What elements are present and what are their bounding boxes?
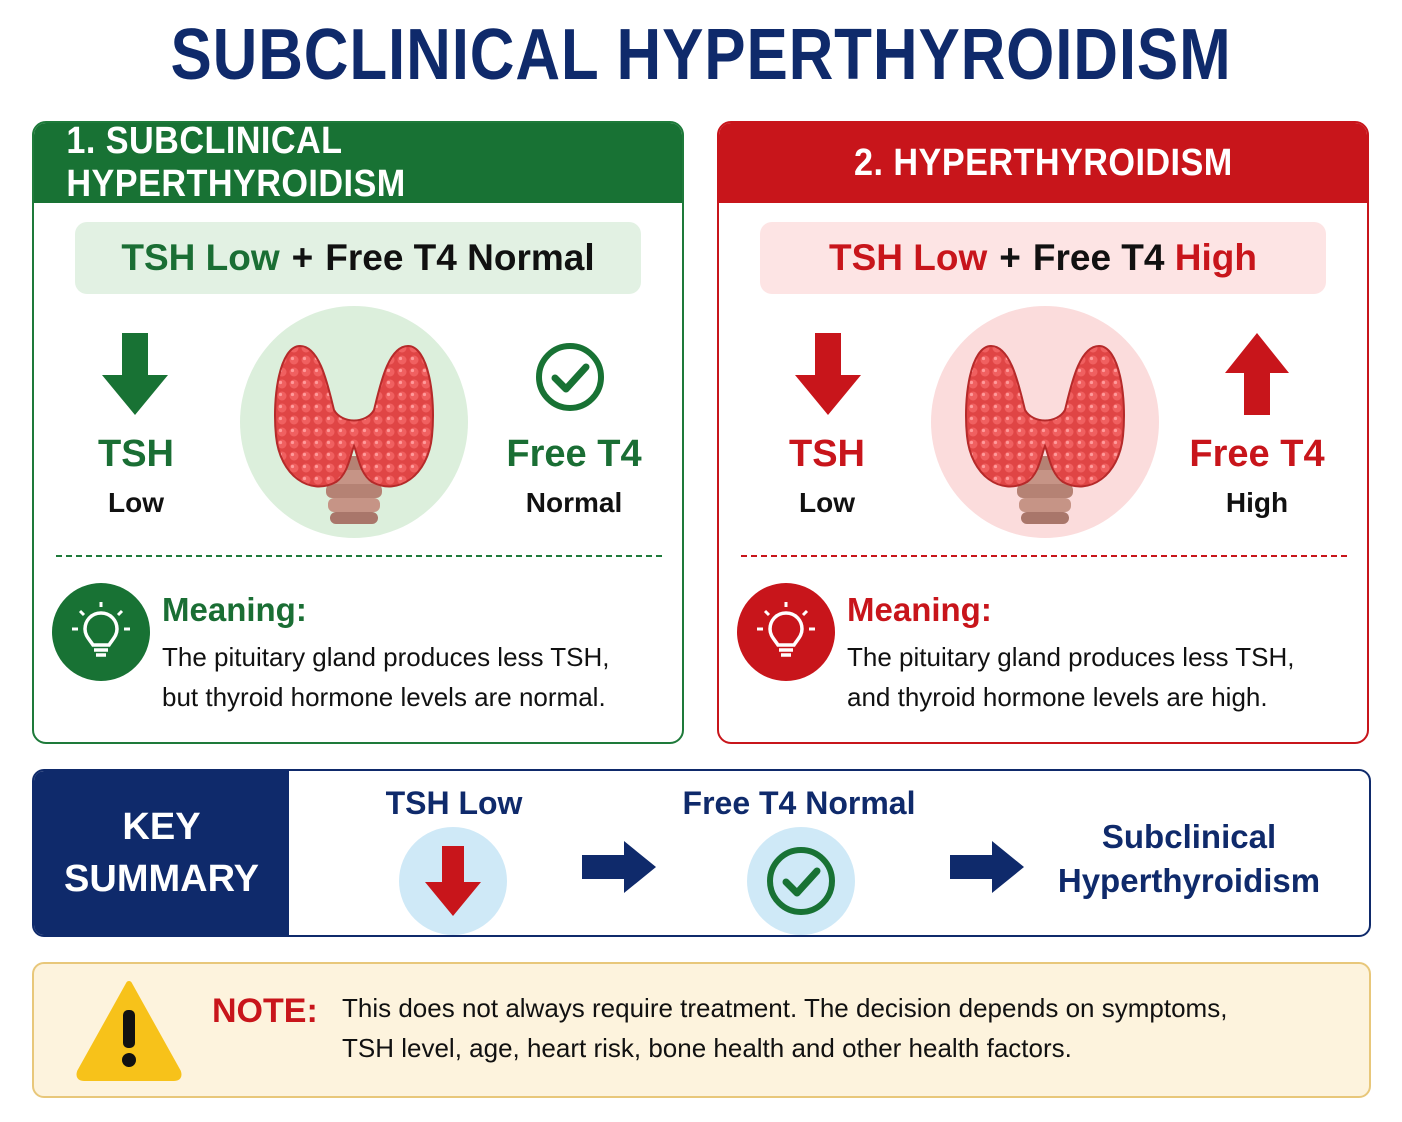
tsh-level: Low [108, 487, 164, 518]
panel-header-text: 2. HYPERTHYROIDISM [853, 141, 1233, 184]
panel-subclinical: 1. SUBCLINICAL HYPERTHYROIDISM TSH Low +… [32, 121, 684, 744]
panel-hyperthyroidism: 2. HYPERTHYROIDISM TSH Low + Free T4 Hig… [717, 121, 1369, 744]
formula-ft4: Free T4 [1032, 237, 1165, 278]
arrow-down-icon [102, 333, 168, 420]
formula-tsh: TSH Low [121, 237, 280, 278]
formula-tsh: TSH Low [829, 237, 988, 278]
warning-icon [74, 978, 184, 1087]
meaning-line-2: but thyroid hormone levels are normal. [162, 682, 606, 712]
summary-step-tsh [399, 827, 507, 935]
summary-result: Subclinical Hyperthyroidism [1039, 815, 1339, 903]
panel-header-text: 1. SUBCLINICAL HYPERTHYROIDISM [66, 121, 406, 205]
formula-ft4: Free T4 Normal [325, 237, 595, 278]
formula-ft4-level: High [1174, 237, 1257, 278]
check-circle-icon [767, 847, 835, 915]
lab-formula: TSH Low + Free T4 High [760, 222, 1326, 294]
summary-step-ft4-caption: Free T4 Normal [682, 785, 916, 821]
page-title: SUBCLINICAL HYPERTHYROIDISM [170, 15, 1232, 95]
check-circle-icon [534, 341, 606, 418]
divider [56, 555, 662, 557]
ft4-level: Normal [525, 487, 623, 518]
formula-plus: + [999, 237, 1021, 278]
meaning-line-1: The pituitary gland produces less TSH, [162, 642, 610, 672]
panel-header: 1. SUBCLINICAL HYPERTHYROIDISM [34, 121, 682, 205]
note-text: This does not always require treatment. … [342, 988, 1352, 1068]
tsh-level: Low [799, 487, 855, 518]
divider [741, 555, 1347, 557]
tsh-label: TSH [789, 433, 865, 475]
note-label: NOTE: [212, 992, 318, 1030]
tsh-label: TSH [98, 433, 174, 475]
meaning-line-1: The pituitary gland produces less TSH, [847, 642, 1295, 672]
summary-result-line-1: Subclinical [1101, 818, 1277, 855]
meaning-text: The pituitary gland produces less TSH, a… [847, 637, 1357, 717]
summary-label-line-1: KEY [122, 806, 201, 848]
panel-header: 2. HYPERTHYROIDISM [719, 123, 1367, 203]
thyroid-gland-illustration [931, 306, 1159, 538]
summary-label-line-2: SUMMARY [64, 858, 259, 900]
lightbulb-icon [737, 583, 835, 681]
note-line-2: TSH level, age, heart risk, bone health … [342, 1033, 1072, 1063]
arrow-right-icon [950, 841, 1024, 898]
thyroid-gland-illustration [240, 306, 468, 538]
arrow-down-icon [425, 846, 481, 916]
note-box: NOTE: This does not always require treat… [32, 962, 1371, 1098]
meaning-title: Meaning: [847, 591, 992, 628]
arrow-right-icon [582, 841, 656, 898]
summary-step-ft4 [747, 827, 855, 935]
arrow-up-icon [1225, 333, 1289, 420]
meaning-text: The pituitary gland produces less TSH, b… [162, 637, 672, 717]
lightbulb-icon [52, 583, 150, 681]
ft4-level: High [1225, 487, 1289, 518]
meaning-line-2: and thyroid hormone levels are high. [847, 682, 1268, 712]
lab-formula: TSH Low + Free T4 Normal [75, 222, 641, 294]
formula-plus: + [291, 237, 314, 278]
summary-step-tsh-caption: TSH Low [385, 785, 523, 821]
note-line-1: This does not always require treatment. … [342, 993, 1228, 1023]
summary-label: KEY SUMMARY [34, 771, 289, 935]
meaning-title: Meaning: [162, 591, 307, 628]
ft4-label: Free T4 [506, 433, 642, 475]
ft4-label: Free T4 [1189, 433, 1325, 475]
summary-result-line-2: Hyperthyroidism [1057, 862, 1321, 899]
key-summary: KEY SUMMARY TSH Low Free T4 Normal Subcl… [32, 769, 1371, 937]
arrow-down-icon [795, 333, 861, 420]
